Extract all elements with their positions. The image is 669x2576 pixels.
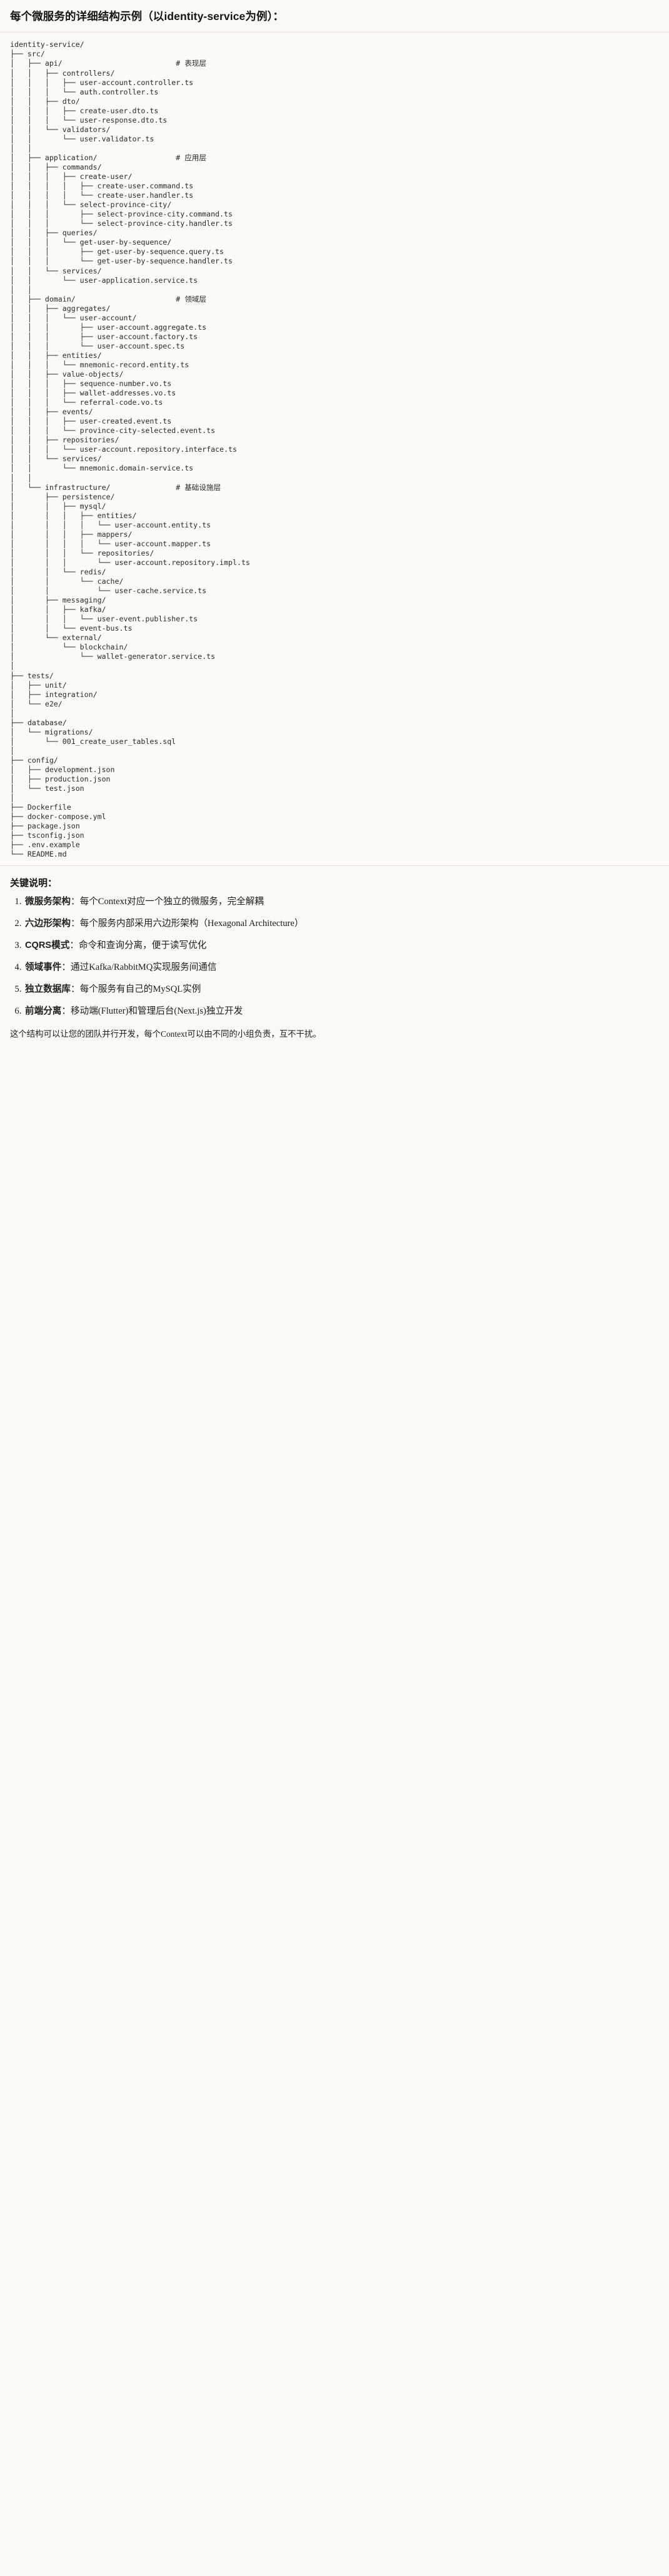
key-notes-section: 关键说明： 微服务架构：每个Context对应一个独立的微服务，完全解耦 六边形… [0,866,669,1054]
note-desc: 每个服务内部采用六边形架构（Hexagonal Architecture） [79,919,304,929]
list-item: 微服务架构：每个Context对应一个独立的微服务，完全解耦 [24,895,659,909]
note-term: CQRS模式 [25,940,70,951]
note-desc: 命令和查询分离，便于读写优化 [78,940,207,951]
key-notes-heading: 关键说明： [10,878,58,889]
note-desc: 通过Kafka/RabbitMQ实现服务间通信 [71,962,217,973]
closing-paragraph: 这个结构可以让您的团队并行开发，每个Context可以由不同的小组负责，互不干扰… [10,1029,321,1039]
note-desc: 每个服务有自己的MySQL实例 [79,984,201,995]
note-separator: ： [69,940,79,951]
document-page: 每个微服务的详细结构示例（以identity-service为例）： ident… [0,0,669,1055]
list-item: 独立数据库：每个服务有自己的MySQL实例 [24,983,659,997]
note-desc: 移动端(Flutter)和管理后台(Next.js)独立开发 [71,1005,243,1016]
list-item: 领域事件：通过Kafka/RabbitMQ实现服务间通信 [24,961,659,975]
title-divider [0,32,669,33]
directory-tree-block: identity-service/ ├── src/ │ ├── api/ # … [0,33,669,866]
list-item: CQRS模式：命令和查询分离，便于读写优化 [24,939,659,953]
note-term: 独立数据库 [25,984,71,995]
note-separator: ： [70,984,80,995]
note-term: 领域事件 [25,962,62,973]
list-item: 前端分离：移动端(Flutter)和管理后台(Next.js)独立开发 [24,1005,659,1019]
note-separator: ： [70,897,80,907]
note-term: 前端分离 [25,1005,62,1016]
note-separator: ： [61,1005,71,1016]
tree-divider [0,865,669,867]
page-title: 每个微服务的详细结构示例（以identity-service为例）： [10,10,284,23]
note-desc: 每个Context对应一个独立的微服务，完全解耦 [79,897,264,907]
directory-tree: identity-service/ ├── src/ │ ├── api/ # … [10,40,250,859]
note-term: 六边形架构 [25,919,71,929]
note-separator: ： [61,962,71,973]
note-separator: ： [70,919,80,929]
note-term: 微服务架构 [25,897,71,907]
key-notes-list: 微服务架构：每个Context对应一个独立的微服务，完全解耦 六边形架构：每个服… [10,895,659,1018]
list-item: 六边形架构：每个服务内部采用六边形架构（Hexagonal Architectu… [24,917,659,931]
